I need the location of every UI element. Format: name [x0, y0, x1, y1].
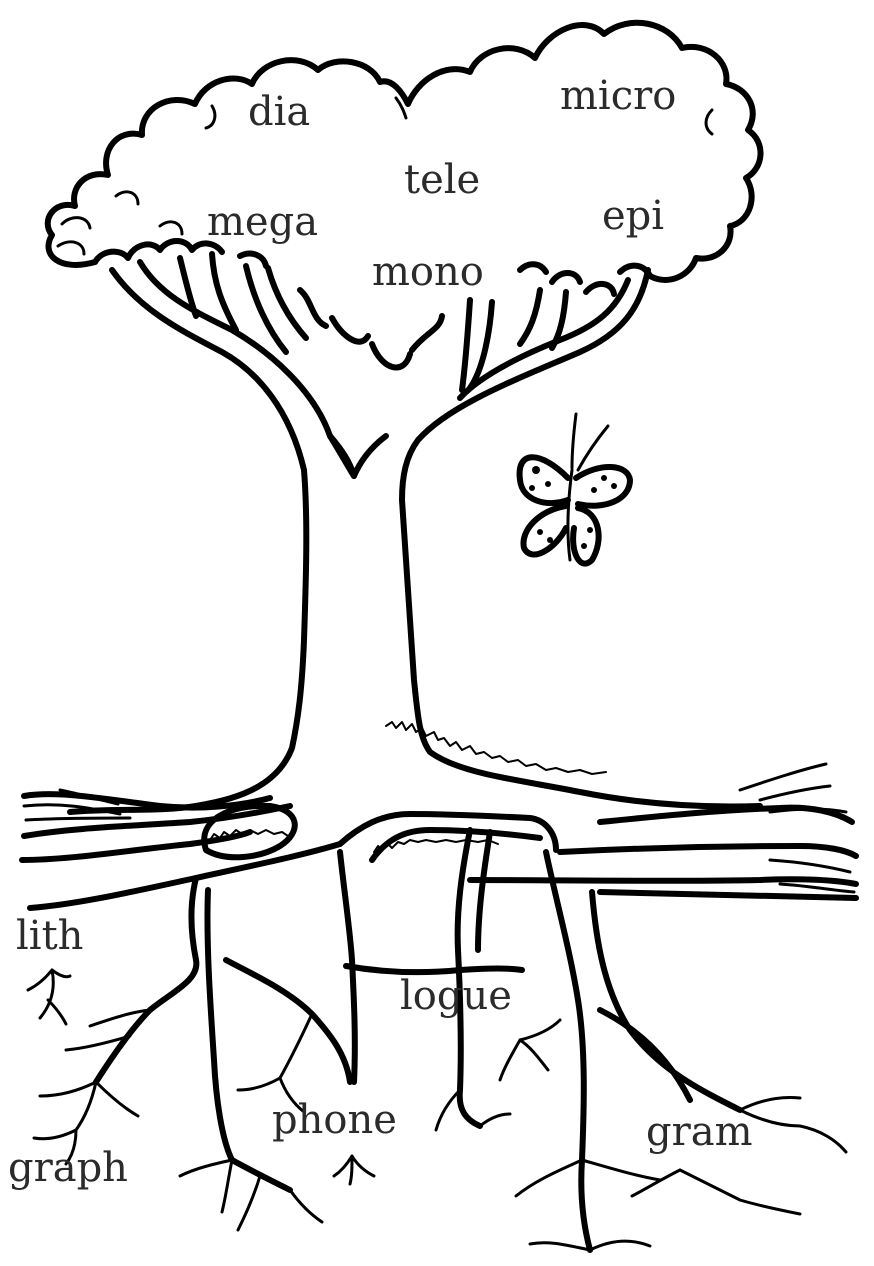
hanging-root-5c: [600, 1010, 690, 1100]
root-right-middle: [560, 846, 856, 856]
root-left-bottom: [30, 844, 340, 908]
hanging-root-5b: [592, 892, 740, 1110]
root-right-bottom: [600, 892, 856, 898]
root-label-graph: graph: [8, 1148, 128, 1188]
root-fragment-phone: [334, 1156, 374, 1184]
hanging-root-3b: [346, 966, 522, 972]
prefix-label-dia: dia: [248, 92, 310, 132]
hanging-root-4b: [478, 832, 490, 950]
prefix-label-epi: epi: [602, 196, 664, 236]
prefix-label-micro: micro: [560, 76, 676, 116]
butterfly-wing-lower-right: [573, 508, 599, 564]
prefix-label-tele: tele: [404, 160, 480, 200]
trunk-left-edge: [70, 470, 306, 812]
hanging-root-1: [96, 878, 196, 1082]
root-center-inner: [372, 830, 540, 860]
root-label-lith: lith: [16, 916, 83, 956]
root-fragment-lith: [28, 970, 70, 1024]
trunk: [70, 470, 760, 812]
prefix-label-mono: mono: [372, 252, 484, 292]
hanging-root-5: [546, 852, 590, 1250]
butterfly-wing-lower-left: [523, 506, 566, 555]
trunk-bark-right: [386, 722, 606, 774]
butterfly-wing-upper-left: [520, 457, 568, 503]
butterfly-antenna-right: [578, 426, 608, 470]
branch-center-left: [246, 266, 306, 352]
butterfly-antenna-left: [572, 414, 576, 468]
root-right-lower: [470, 879, 856, 884]
root-label-phone: phone: [272, 1100, 397, 1140]
butterfly-wing-upper-right: [576, 467, 630, 506]
surface-roots: [22, 764, 856, 908]
root-label-gram: gram: [646, 1112, 753, 1152]
hanging-root-2: [207, 890, 290, 1190]
canopy-outline: [48, 23, 761, 280]
root-right-strands: [740, 764, 854, 892]
branch-right-sub: [520, 290, 566, 348]
hanging-root-4-twigs: [436, 1020, 560, 1130]
trunk-right-edge: [402, 500, 760, 806]
canopy-underside-left: [95, 241, 222, 262]
prefix-label-mega: mega: [207, 202, 318, 242]
branch-left-outer: [112, 270, 304, 470]
butterfly-illustration: [520, 414, 630, 564]
trunk-crotch: [330, 436, 386, 476]
root-label-logue: logue: [400, 976, 512, 1016]
